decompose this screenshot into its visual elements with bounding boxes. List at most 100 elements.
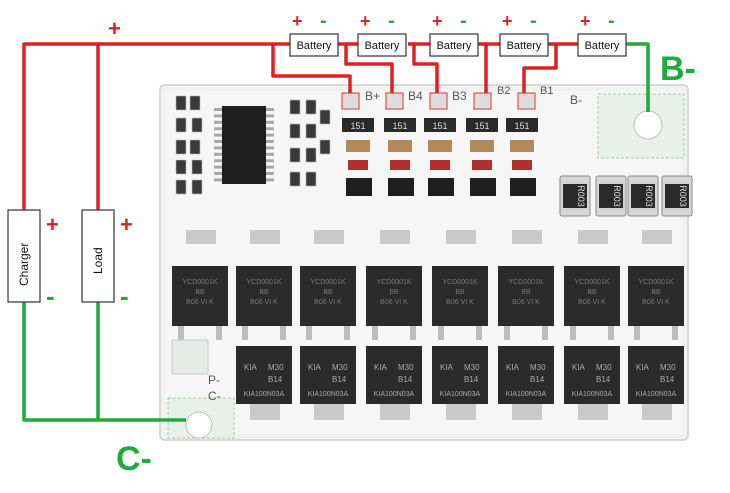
mosfet-tab bbox=[314, 230, 344, 244]
mosfet-tab bbox=[642, 230, 672, 244]
mosfet-top-marking: YCD0001K bbox=[442, 279, 477, 286]
switch-transistor bbox=[388, 178, 414, 196]
mosfet-tab bbox=[250, 404, 280, 420]
chip-pin bbox=[266, 152, 274, 156]
chip-pin bbox=[214, 152, 222, 156]
pcb-label-c-minus: C- bbox=[208, 389, 221, 403]
charger-box: Charger bbox=[7, 209, 41, 303]
chip-pin bbox=[214, 127, 222, 131]
mosfet-top-marking: BB bbox=[587, 289, 597, 296]
chip-pin bbox=[266, 159, 274, 163]
mosfet-top-marking: BB bbox=[195, 289, 205, 296]
battery-plus-sign: + bbox=[292, 11, 303, 31]
mosfet-lead bbox=[178, 326, 184, 340]
mosfet-top-marking: B06 VI K bbox=[186, 299, 214, 306]
b-minus-terminal-label: B- bbox=[660, 50, 696, 88]
mosfet-top bbox=[498, 266, 554, 326]
battery-plus-sign: + bbox=[502, 11, 513, 31]
mosfet-top bbox=[564, 266, 620, 326]
mosfet-bottom-brand: KIA bbox=[572, 363, 586, 372]
mosfet-top-marking: BB bbox=[389, 289, 399, 296]
smd-component bbox=[305, 147, 317, 163]
battery-label: Battery bbox=[585, 40, 620, 52]
chip-pin bbox=[214, 120, 222, 124]
indicator-led bbox=[390, 160, 410, 170]
mosfet-top-marking: YCD0001K bbox=[508, 279, 543, 286]
mosfet-bottom-code: M30 bbox=[530, 363, 546, 372]
mosfet-bottom bbox=[432, 346, 488, 404]
battery-minus-sign: - bbox=[460, 10, 467, 32]
mosfet-lead bbox=[372, 326, 378, 340]
mosfet-top-marking: B06 VI K bbox=[380, 299, 408, 306]
switch-transistor bbox=[470, 178, 496, 196]
chip-pin bbox=[214, 133, 222, 137]
smd-component bbox=[305, 99, 317, 115]
mosfet-top-marking: B06 VI K bbox=[642, 299, 670, 306]
pcb-label-p-minus: P- bbox=[208, 373, 220, 387]
mosfet-bottom-part: KIA100N03A bbox=[440, 391, 481, 398]
mosfet-bottom-code: M30 bbox=[332, 363, 348, 372]
smd-component bbox=[305, 171, 317, 187]
mosfet-bottom-batch: B14 bbox=[530, 375, 545, 384]
negative-wiring bbox=[22, 42, 650, 422]
balance-resistor-code: 151 bbox=[432, 121, 447, 131]
mosfet-lead bbox=[504, 326, 510, 340]
mosfet-bottom-code: M30 bbox=[268, 363, 284, 372]
mosfet-top-marking: YCD0001K bbox=[376, 279, 411, 286]
capacitor bbox=[388, 140, 412, 152]
smd-component bbox=[189, 95, 201, 111]
mosfet-lead bbox=[438, 326, 444, 340]
mosfet-lead bbox=[634, 326, 640, 340]
smd-component bbox=[175, 117, 187, 133]
pcb-label-b1: B1 bbox=[540, 85, 553, 97]
mosfet-bottom-part: KIA100N03A bbox=[244, 391, 285, 398]
indicator-led bbox=[472, 160, 492, 170]
mosfet-lead bbox=[608, 326, 614, 340]
smd-component bbox=[175, 179, 187, 195]
switch-transistor bbox=[346, 178, 372, 196]
shunt-resistor-body bbox=[631, 184, 655, 208]
capacitor bbox=[428, 140, 452, 152]
battery-label: Battery bbox=[297, 40, 332, 52]
battery-2: Battery+- bbox=[357, 10, 407, 57]
mosfet-top-marking: B06 VI K bbox=[446, 299, 474, 306]
mosfet-bottom-part: KIA100N03A bbox=[506, 391, 547, 398]
pcb-label-b-plus: B+ bbox=[365, 89, 380, 103]
chip-pin bbox=[214, 165, 222, 169]
battery-label: Battery bbox=[507, 40, 542, 52]
chip-pin bbox=[214, 140, 222, 143]
battery-body bbox=[429, 33, 479, 57]
mosfet-bottom-brand: KIA bbox=[374, 363, 388, 372]
battery-label: Battery bbox=[437, 40, 472, 52]
pcb-label-b2: B2 bbox=[497, 85, 510, 97]
battery-plus-sign: + bbox=[580, 11, 591, 31]
mosfet-bottom bbox=[498, 346, 554, 404]
bms-controller-chip bbox=[222, 106, 266, 184]
mosfet-bottom-brand: KIA bbox=[506, 363, 520, 372]
mosfet-top-marking: YCD0001K bbox=[182, 279, 217, 286]
indicator-led bbox=[430, 160, 450, 170]
mosfet-top-marking: BB bbox=[651, 289, 661, 296]
mosfet-bottom-brand: KIA bbox=[440, 363, 454, 372]
mosfet-tab bbox=[314, 404, 344, 420]
smd-component bbox=[191, 117, 203, 133]
switch-transistor bbox=[510, 178, 536, 196]
chip-pin bbox=[266, 146, 274, 150]
shunt-resistor-body bbox=[563, 184, 587, 208]
smd-component bbox=[175, 95, 187, 111]
mosfet-lead bbox=[672, 326, 678, 340]
chip-pin bbox=[214, 178, 222, 182]
shunt-resistor-body bbox=[599, 184, 623, 208]
capacitor bbox=[470, 140, 494, 152]
mosfet-bottom-batch: B14 bbox=[398, 375, 413, 384]
chip-pin bbox=[266, 140, 274, 143]
mosfet-top-marking: BB bbox=[521, 289, 531, 296]
pcb-label-b4: B4 bbox=[408, 89, 423, 103]
mosfet-bottom-code: M30 bbox=[596, 363, 612, 372]
mosfet-top-marking: YCD0001K bbox=[246, 279, 281, 286]
mosfet-top-marking: BB bbox=[259, 289, 269, 296]
top-plus-sign: + bbox=[108, 16, 121, 41]
c-minus-terminal-label: C- bbox=[116, 440, 152, 478]
smd-component bbox=[175, 139, 187, 155]
mosfet-lead bbox=[242, 326, 248, 340]
